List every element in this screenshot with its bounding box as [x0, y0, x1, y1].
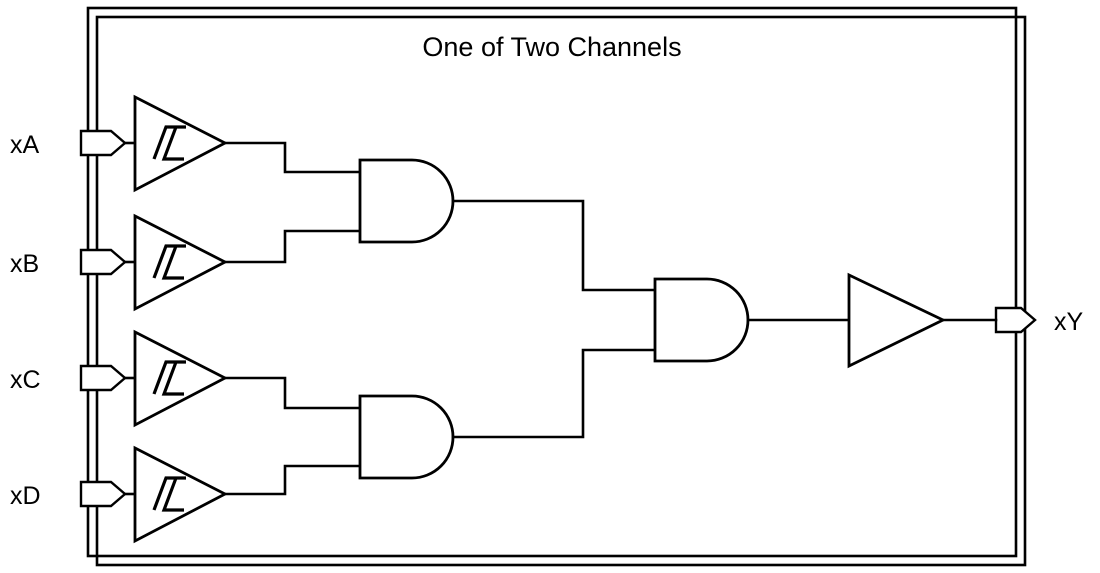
- output-buffer[interactable]: [847, 272, 947, 369]
- and-gate-bottom[interactable]: [358, 394, 455, 480]
- input-pin-xd[interactable]: [79, 480, 127, 508]
- output-buffer-triangle: [847, 272, 947, 369]
- wire-bufd-to-andbottom: [223, 464, 362, 496]
- buffer-triangle-xc: [133, 329, 229, 428]
- hysteresis-symbol-xd: [152, 476, 186, 512]
- wire-bufc-to-andbottom: [223, 376, 362, 410]
- package-boundary: [86, 6, 1027, 567]
- buffer-triangle-xa: [133, 94, 229, 193]
- wire-andbottom-to-andfinal: [451, 348, 657, 439]
- input-label-xc: xC: [10, 366, 41, 394]
- input-pin-xb[interactable]: [79, 248, 127, 276]
- hysteresis-symbol-xc: [152, 360, 186, 396]
- input-label-xa: xA: [10, 131, 40, 159]
- hysteresis-symbol-xb: [152, 244, 186, 280]
- schmitt-buffer-xa[interactable]: [133, 94, 229, 193]
- schmitt-buffer-xb[interactable]: [133, 213, 229, 312]
- package-outline-outer: [86, 6, 1018, 558]
- hysteresis-symbol-xa: [152, 125, 186, 161]
- buffer-triangle-xd: [133, 445, 229, 544]
- and-gate-bottom-body: [358, 394, 455, 480]
- and-gate-final[interactable]: [653, 277, 750, 363]
- wire-bufa-to-andtop: [223, 141, 362, 174]
- input-label-xb: xB: [10, 250, 39, 278]
- package-outline-inner: [95, 15, 1027, 567]
- input-pin-xc[interactable]: [79, 364, 127, 392]
- output-pin-xy[interactable]: [994, 306, 1037, 334]
- diagram-title: One of Two Channels: [422, 32, 681, 62]
- and-gate-final-body: [653, 277, 750, 363]
- wire-bufb-to-andtop: [223, 229, 362, 264]
- buffer-triangle-xb: [133, 213, 229, 312]
- schmitt-buffer-xc[interactable]: [133, 329, 229, 428]
- wire-andtop-to-andfinal: [451, 199, 657, 292]
- and-gate-top-body: [358, 158, 455, 244]
- output-label-xy: xY: [1054, 308, 1084, 336]
- input-label-xd: xD: [10, 482, 41, 510]
- schmitt-buffer-xd[interactable]: [133, 445, 229, 544]
- and-gate-top[interactable]: [358, 158, 455, 244]
- input-pin-xa[interactable]: [79, 129, 127, 157]
